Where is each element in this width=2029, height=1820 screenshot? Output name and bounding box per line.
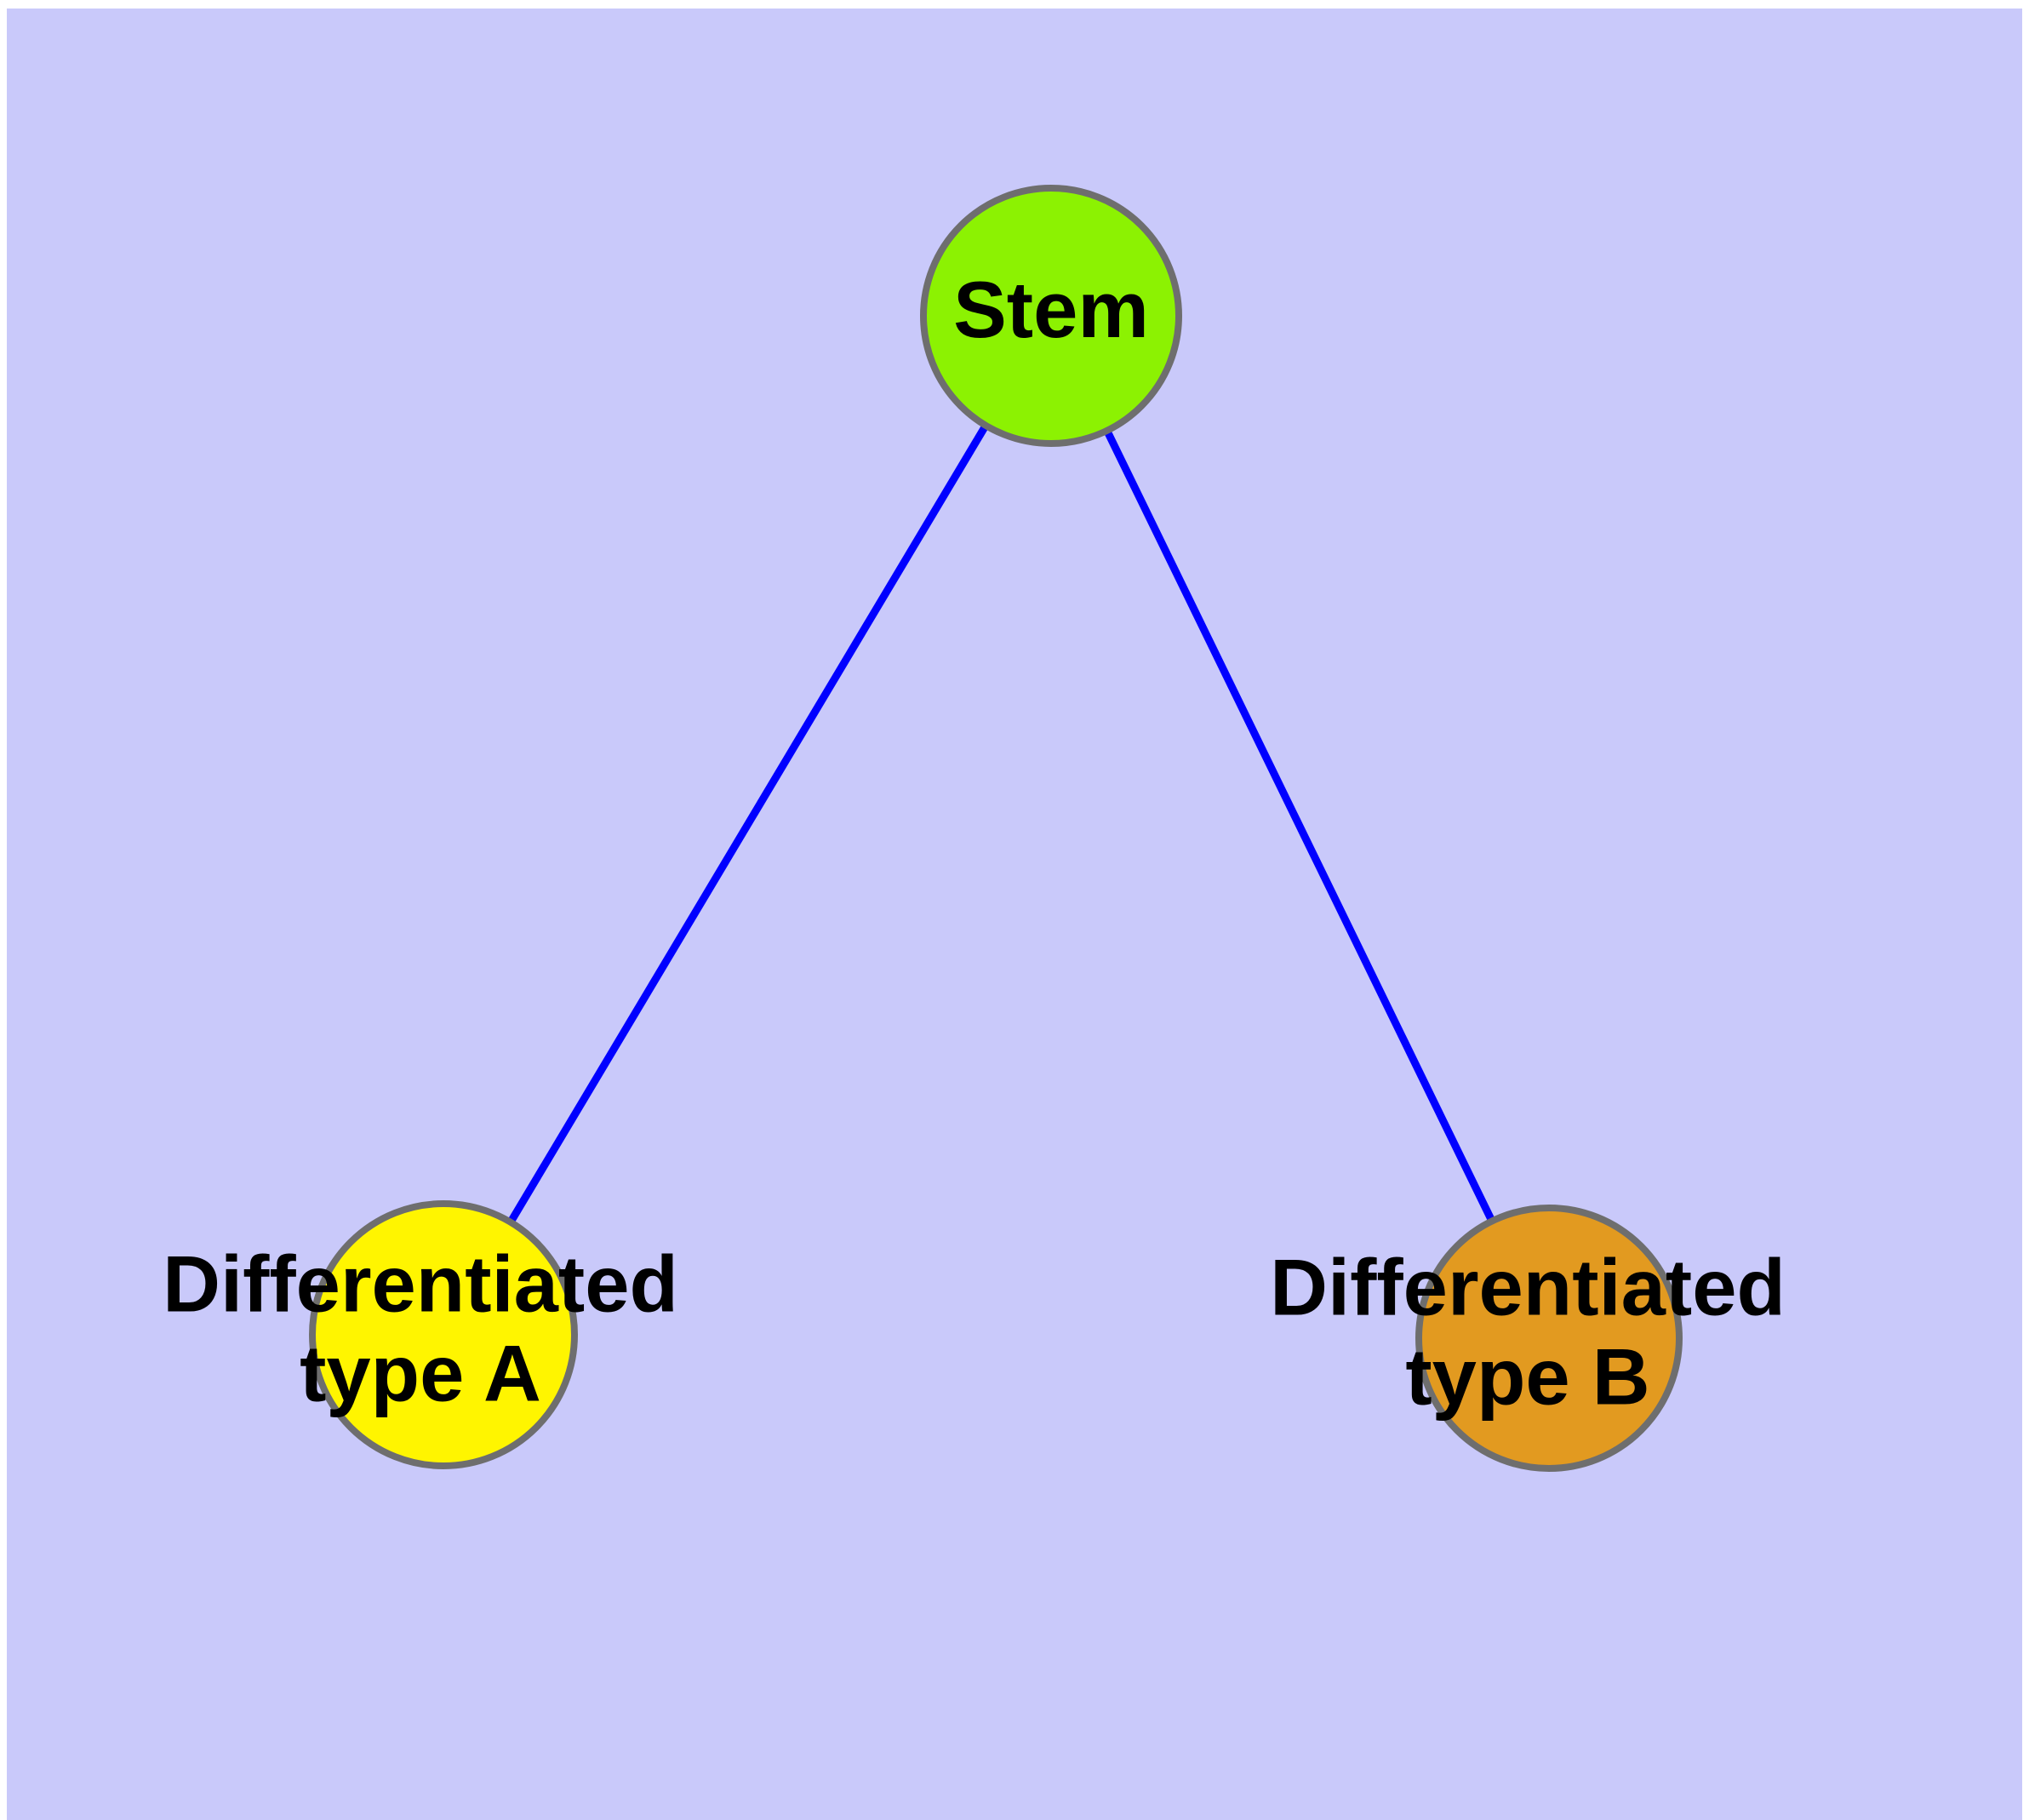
node-stem[interactable] <box>920 185 1182 447</box>
node-label-line: Differentiated <box>163 1239 678 1328</box>
edge-stem-to-diff-b[interactable] <box>1047 314 1553 1340</box>
node-label-line: type A <box>300 1328 541 1417</box>
node-label-line: Differentiated <box>1270 1242 1786 1331</box>
node-label-line: Stem <box>953 265 1149 354</box>
node-label-line: type B <box>1405 1331 1649 1421</box>
node-diff-b[interactable] <box>1415 1205 1683 1472</box>
node-group <box>309 185 1683 1472</box>
node-diff-a[interactable] <box>309 1200 578 1469</box>
edge-stem-to-diff-a[interactable] <box>440 313 1055 1337</box>
edge-group <box>440 313 1553 1340</box>
node-label-stem: Stem <box>953 265 1149 354</box>
